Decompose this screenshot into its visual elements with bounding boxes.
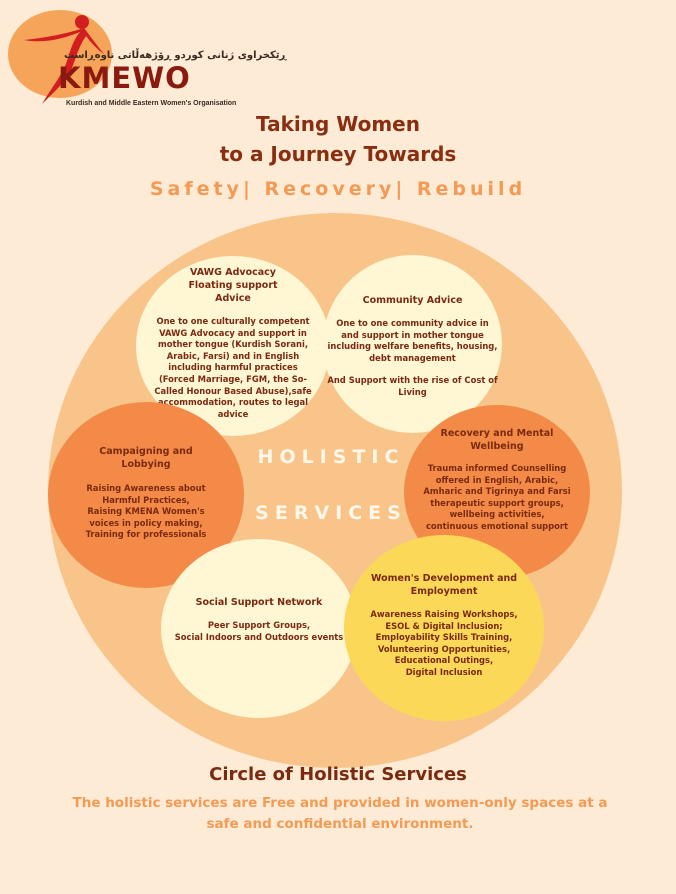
- bubble-social-support-network: Social Support Network Peer Support Grou…: [161, 539, 357, 718]
- title-line: Social Support Network: [195, 597, 323, 608]
- heading-line-1: Taking Women: [256, 112, 420, 136]
- bubble-body: One to one community advice in and suppo…: [323, 318, 502, 399]
- body-line: Awareness Raising Workshops,: [370, 609, 518, 619]
- title-line: Wellbeing: [470, 441, 524, 452]
- body-line: [323, 364, 502, 375]
- kmewo-logo: ڕێکخراوی ژنانی کوردو ڕۆژهەڵاتی ناوەڕاست …: [8, 8, 286, 112]
- body-line: accommodation, routes to legal: [157, 397, 309, 408]
- title-line: VAWG Advocacy: [190, 267, 276, 278]
- footer-line: The holistic services are Free and provi…: [72, 795, 608, 811]
- tagline: Safety| Recovery| Rebuild: [149, 178, 527, 200]
- bubble-body: Awareness Raising Workshops, ESOL & Digi…: [344, 609, 544, 679]
- body-line: ESOL & Digital Inclusion;: [385, 620, 503, 631]
- bubble-title: Campaigning and Lobbying: [48, 445, 244, 471]
- bubble-body: One to one culturally competent VAWG Adv…: [136, 316, 330, 420]
- body-line: wellbeing activities,: [449, 509, 545, 520]
- footer-description: The holistic services are Free and provi…: [70, 793, 610, 835]
- body-line: therapeutic support groups,: [430, 497, 564, 508]
- heading-line-2: to a Journey Towards: [219, 142, 457, 166]
- dancing-woman-icon: [24, 15, 104, 104]
- body-line: Living: [398, 386, 427, 397]
- bubble-community-advice: Community Advice One to one community ad…: [323, 255, 502, 433]
- body-line: Peer Support Groups,: [207, 620, 311, 630]
- body-line: including welfare benefits, housing,: [327, 341, 498, 352]
- title-line: Floating support: [188, 280, 278, 291]
- footer-title: Circle of Holistic Services: [209, 764, 467, 785]
- title-line: Advice: [215, 293, 251, 304]
- body-line: Employability Skills Training,: [375, 632, 513, 643]
- title-line: Women's Development and: [370, 573, 518, 584]
- body-line: (Forced Marriage, FGM, the So-: [158, 373, 308, 384]
- body-line: Training for professionals: [85, 529, 207, 540]
- bubble-title: Community Advice: [323, 294, 502, 307]
- body-line: Social Indoors and Outdoors events: [174, 631, 344, 642]
- body-line: continuous emotional support: [425, 520, 569, 531]
- bubble-title: Recovery and Mental Wellbeing: [404, 427, 590, 453]
- title-line: Campaigning and: [99, 446, 193, 457]
- title-line: Lobbying: [121, 459, 171, 470]
- footer-line: safe and confidential environment.: [206, 816, 474, 832]
- bubble-title: Social Support Network: [161, 596, 357, 609]
- body-line: Harmful Practices,: [102, 494, 190, 505]
- title-line: Employment: [410, 586, 478, 597]
- body-line: advice: [217, 408, 249, 419]
- center-word-services: SERVICES: [255, 502, 407, 524]
- logo-kurdish-text: ڕێکخراوی ژنانی کوردو ڕۆژهەڵاتی ناوەڕاست: [64, 50, 287, 61]
- body-line: VAWG Advocacy and support in: [159, 327, 307, 338]
- body-line: debt management: [369, 352, 456, 363]
- body-line: Digital Inclusion: [405, 666, 483, 677]
- bubble-body: Peer Support Groups, Social Indoors and …: [161, 620, 357, 643]
- logo-subtitle: Kurdish and Middle Eastern Women's Organ…: [66, 100, 237, 107]
- body-line: Educational Outings,: [394, 655, 494, 666]
- body-line: Called Honour Based Abuse),safe: [154, 385, 312, 396]
- center-word-holistic: HOLISTIC: [257, 446, 405, 468]
- title-line: Community Advice: [362, 295, 463, 306]
- bubble-body: Trauma informed Counselling offered in E…: [404, 463, 590, 533]
- body-line: One to one community advice in: [336, 318, 489, 328]
- body-line: Amharic and Tigrinya and Farsi: [423, 486, 571, 497]
- logo-wordmark: KMEWO: [58, 61, 191, 95]
- body-line: And Support with the rise of Cost of: [327, 375, 498, 386]
- body-line: offered in English, Arabic,: [435, 474, 559, 485]
- body-line: Raising Awareness about: [86, 483, 206, 493]
- body-line: Raising KMENA Women's: [87, 506, 205, 517]
- body-line: Trauma informed Counselling: [427, 463, 567, 473]
- bubble-title: VAWG Advocacy Floating support Advice: [136, 266, 330, 305]
- body-line: One to one culturally competent: [156, 316, 310, 326]
- body-line: voices in policy making,: [89, 517, 203, 528]
- body-line: mother tongue (Kurdish Sorani,: [157, 339, 309, 350]
- body-line: including harmful practices: [168, 362, 298, 373]
- body-line: and support in mother tongue: [341, 329, 484, 340]
- body-line: Volunteering Opportunities,: [377, 643, 511, 654]
- bubble-body: Raising Awareness about Harmful Practice…: [48, 483, 244, 541]
- body-line: Arabic, Farsi) and in English: [166, 350, 300, 361]
- bubble-title: Women's Development and Employment: [344, 572, 544, 598]
- bubble-womens-development: Women's Development and Employment Aware…: [344, 535, 544, 721]
- title-line: Recovery and Mental: [440, 428, 554, 439]
